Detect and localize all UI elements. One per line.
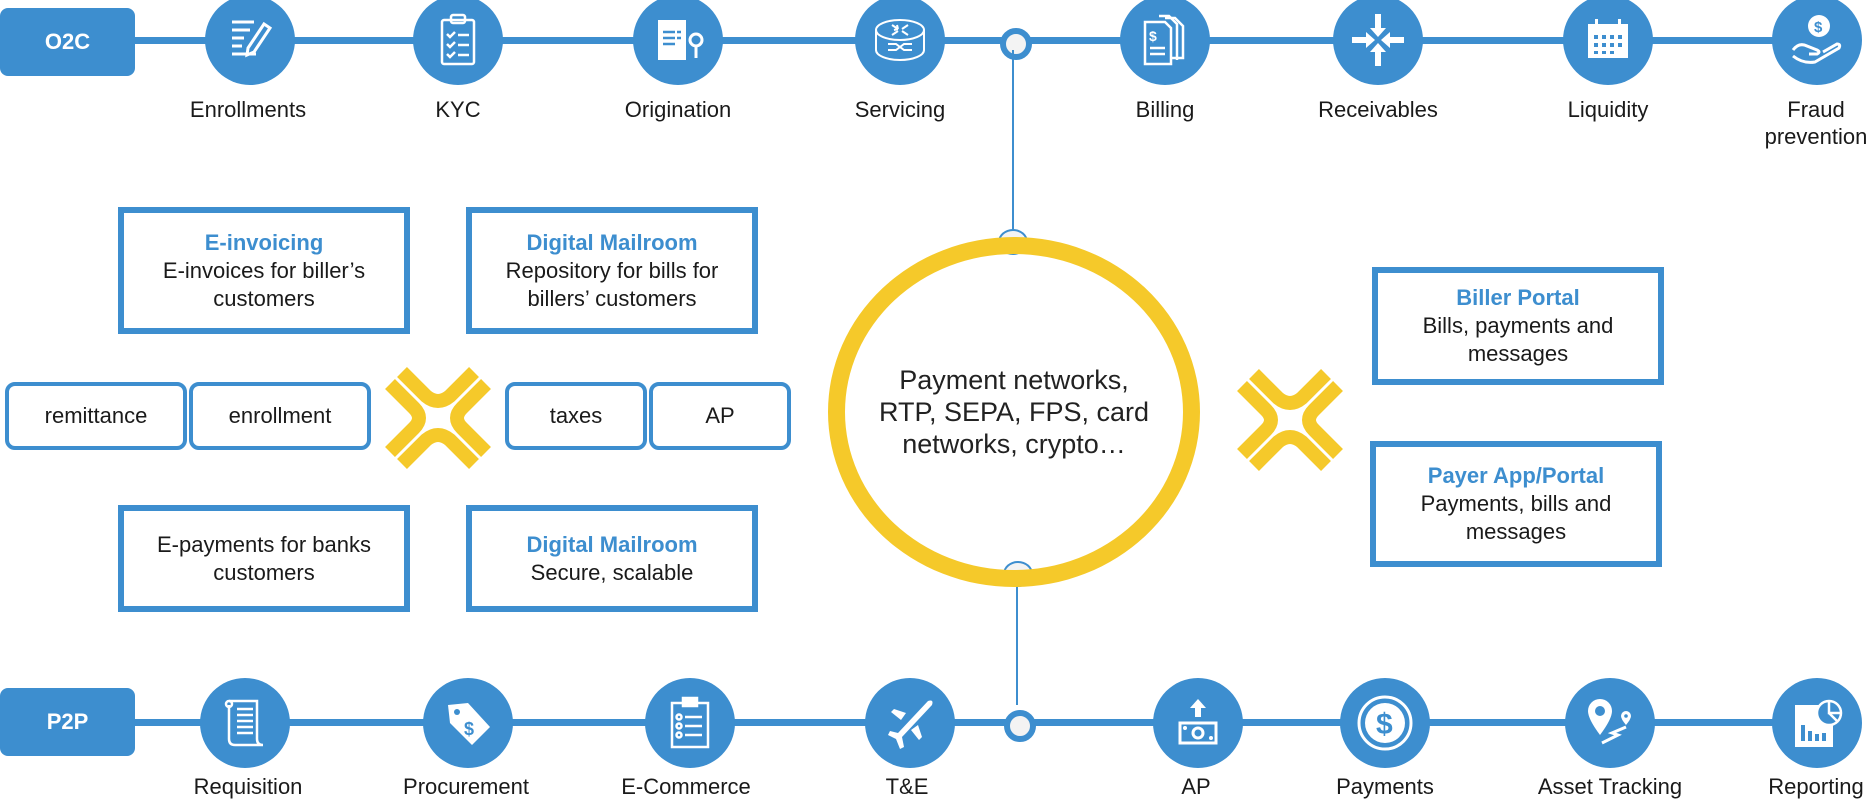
o2c-rail [130,37,1845,44]
card-line: Secure, scalable [530,559,694,585]
svg-text:$: $ [1149,28,1157,44]
card-title: E-invoicing [204,229,324,255]
clipboard-list-icon [670,696,710,749]
node-servicing[interactable] [855,0,945,85]
airplane-icon [888,700,933,749]
card-line: E-payments for banks [157,531,371,557]
card-line: billers’ customers [527,285,697,311]
pill-enrollment[interactable]: enrollment [189,382,371,450]
node-ap[interactable] [1153,678,1243,768]
label-billing: Billing [1135,97,1195,122]
node-e-commerce[interactable] [645,678,735,768]
label-procurement: Procurement [403,774,529,799]
form-edit-icon [232,20,273,58]
svg-text:$: $ [1376,708,1393,741]
card-title: Payer App/Portal [1427,463,1605,488]
document-key-icon [658,20,704,60]
label-servicing: Servicing [854,97,946,122]
node-kyc[interactable] [413,0,503,85]
node-enrollments[interactable] [205,0,295,85]
node-liquidity[interactable] [1563,0,1653,85]
card-e-invoicing[interactable]: E-invoicing E-invoices for biller’s cust… [118,207,410,334]
card-line: messages [1465,519,1567,544]
hub-text: Payment networks, RTP, SEPA, FPS, card n… [878,365,1150,459]
card-line: Repository for bills for [505,257,719,283]
card-line: Bills, payments and [1422,313,1614,338]
pill-ap[interactable]: AP [649,382,791,450]
card-title: Biller Portal [1456,285,1580,310]
price-tag-icon: $ [448,703,490,745]
card-title: Digital Mailroom [526,229,698,255]
router-icon [875,19,925,61]
label-liquidity: Liquidity [1567,97,1649,122]
card-biller-portal[interactable]: Biller Portal Bills, payments and messag… [1372,267,1664,385]
card-e-payments[interactable]: E-payments for banks customers [118,505,410,612]
node-requisition[interactable] [200,678,290,768]
right-spark-icon [1237,369,1343,471]
left-spark-icon [385,367,491,469]
node-asset-tracking[interactable] [1565,678,1655,768]
top-junction [1000,28,1032,60]
label-origination: Origination [624,97,732,122]
label-t-and-e: T&E [885,774,929,799]
scroll-icon [224,699,264,747]
svg-text:$: $ [1814,19,1823,36]
card-line: E-invoices for biller’s [162,257,366,283]
label-payments: Payments [1336,774,1434,799]
card-digital-mailroom-secure[interactable]: Digital Mailroom Secure, scalable [466,505,758,612]
card-digital-mailroom-repository[interactable]: Digital Mailroom Repository for bills fo… [466,207,758,334]
top-connector-line [1012,50,1014,230]
node-t-and-e[interactable] [865,678,955,768]
bottom-junction [1004,710,1036,742]
payment-networks-hub: Payment networks, RTP, SEPA, FPS, card n… [828,237,1200,587]
card-line: messages [1467,341,1569,366]
dollar-coin-icon: $ [1357,695,1413,751]
p2p-tag[interactable]: P2P [0,688,135,756]
invoice-documents-icon: $ [1143,14,1185,66]
node-fraud-prevention[interactable]: $ [1772,0,1862,85]
node-receivables[interactable] [1333,0,1423,85]
label-kyc: KYC [435,97,481,122]
node-origination[interactable] [633,0,723,85]
calendar-icon [1588,19,1628,58]
label-ap: AP [1181,774,1211,799]
p2p-rail [130,719,1845,726]
pill-taxes[interactable]: taxes [505,382,647,450]
node-payments[interactable]: $ [1340,678,1430,768]
label-enrollments: Enrollments [189,97,307,122]
label-fraud-prevention: Fraud prevention [1764,97,1868,149]
node-billing[interactable]: $ [1120,0,1210,85]
o2c-tag[interactable]: O2C [0,8,135,76]
card-line: customers [213,559,315,585]
label-receivables: Receivables [1318,97,1438,122]
converge-arrows-icon [1352,14,1404,66]
label-asset-tracking: Asset Tracking [1537,774,1683,799]
hand-coin-icon: $ [1791,15,1842,64]
node-procurement[interactable]: $ [423,678,513,768]
node-reporting[interactable] [1772,678,1862,768]
report-chart-icon [1795,699,1843,747]
pill-remittance[interactable]: remittance [5,382,187,450]
money-upload-icon [1178,699,1218,745]
label-reporting: Reporting [1768,774,1864,799]
bottom-connector-line [1016,585,1018,705]
checklist-clipboard-icon [440,13,476,66]
card-payer-app-portal[interactable]: Payer App/Portal Payments, bills and mes… [1370,441,1662,567]
card-title: Digital Mailroom [526,531,698,557]
map-pin-route-icon [1588,699,1631,745]
card-line: customers [213,285,315,311]
svg-text:$: $ [464,719,474,739]
card-line: Payments, bills and [1420,491,1612,516]
label-e-commerce: E-Commerce [621,774,751,799]
label-requisition: Requisition [193,774,303,799]
